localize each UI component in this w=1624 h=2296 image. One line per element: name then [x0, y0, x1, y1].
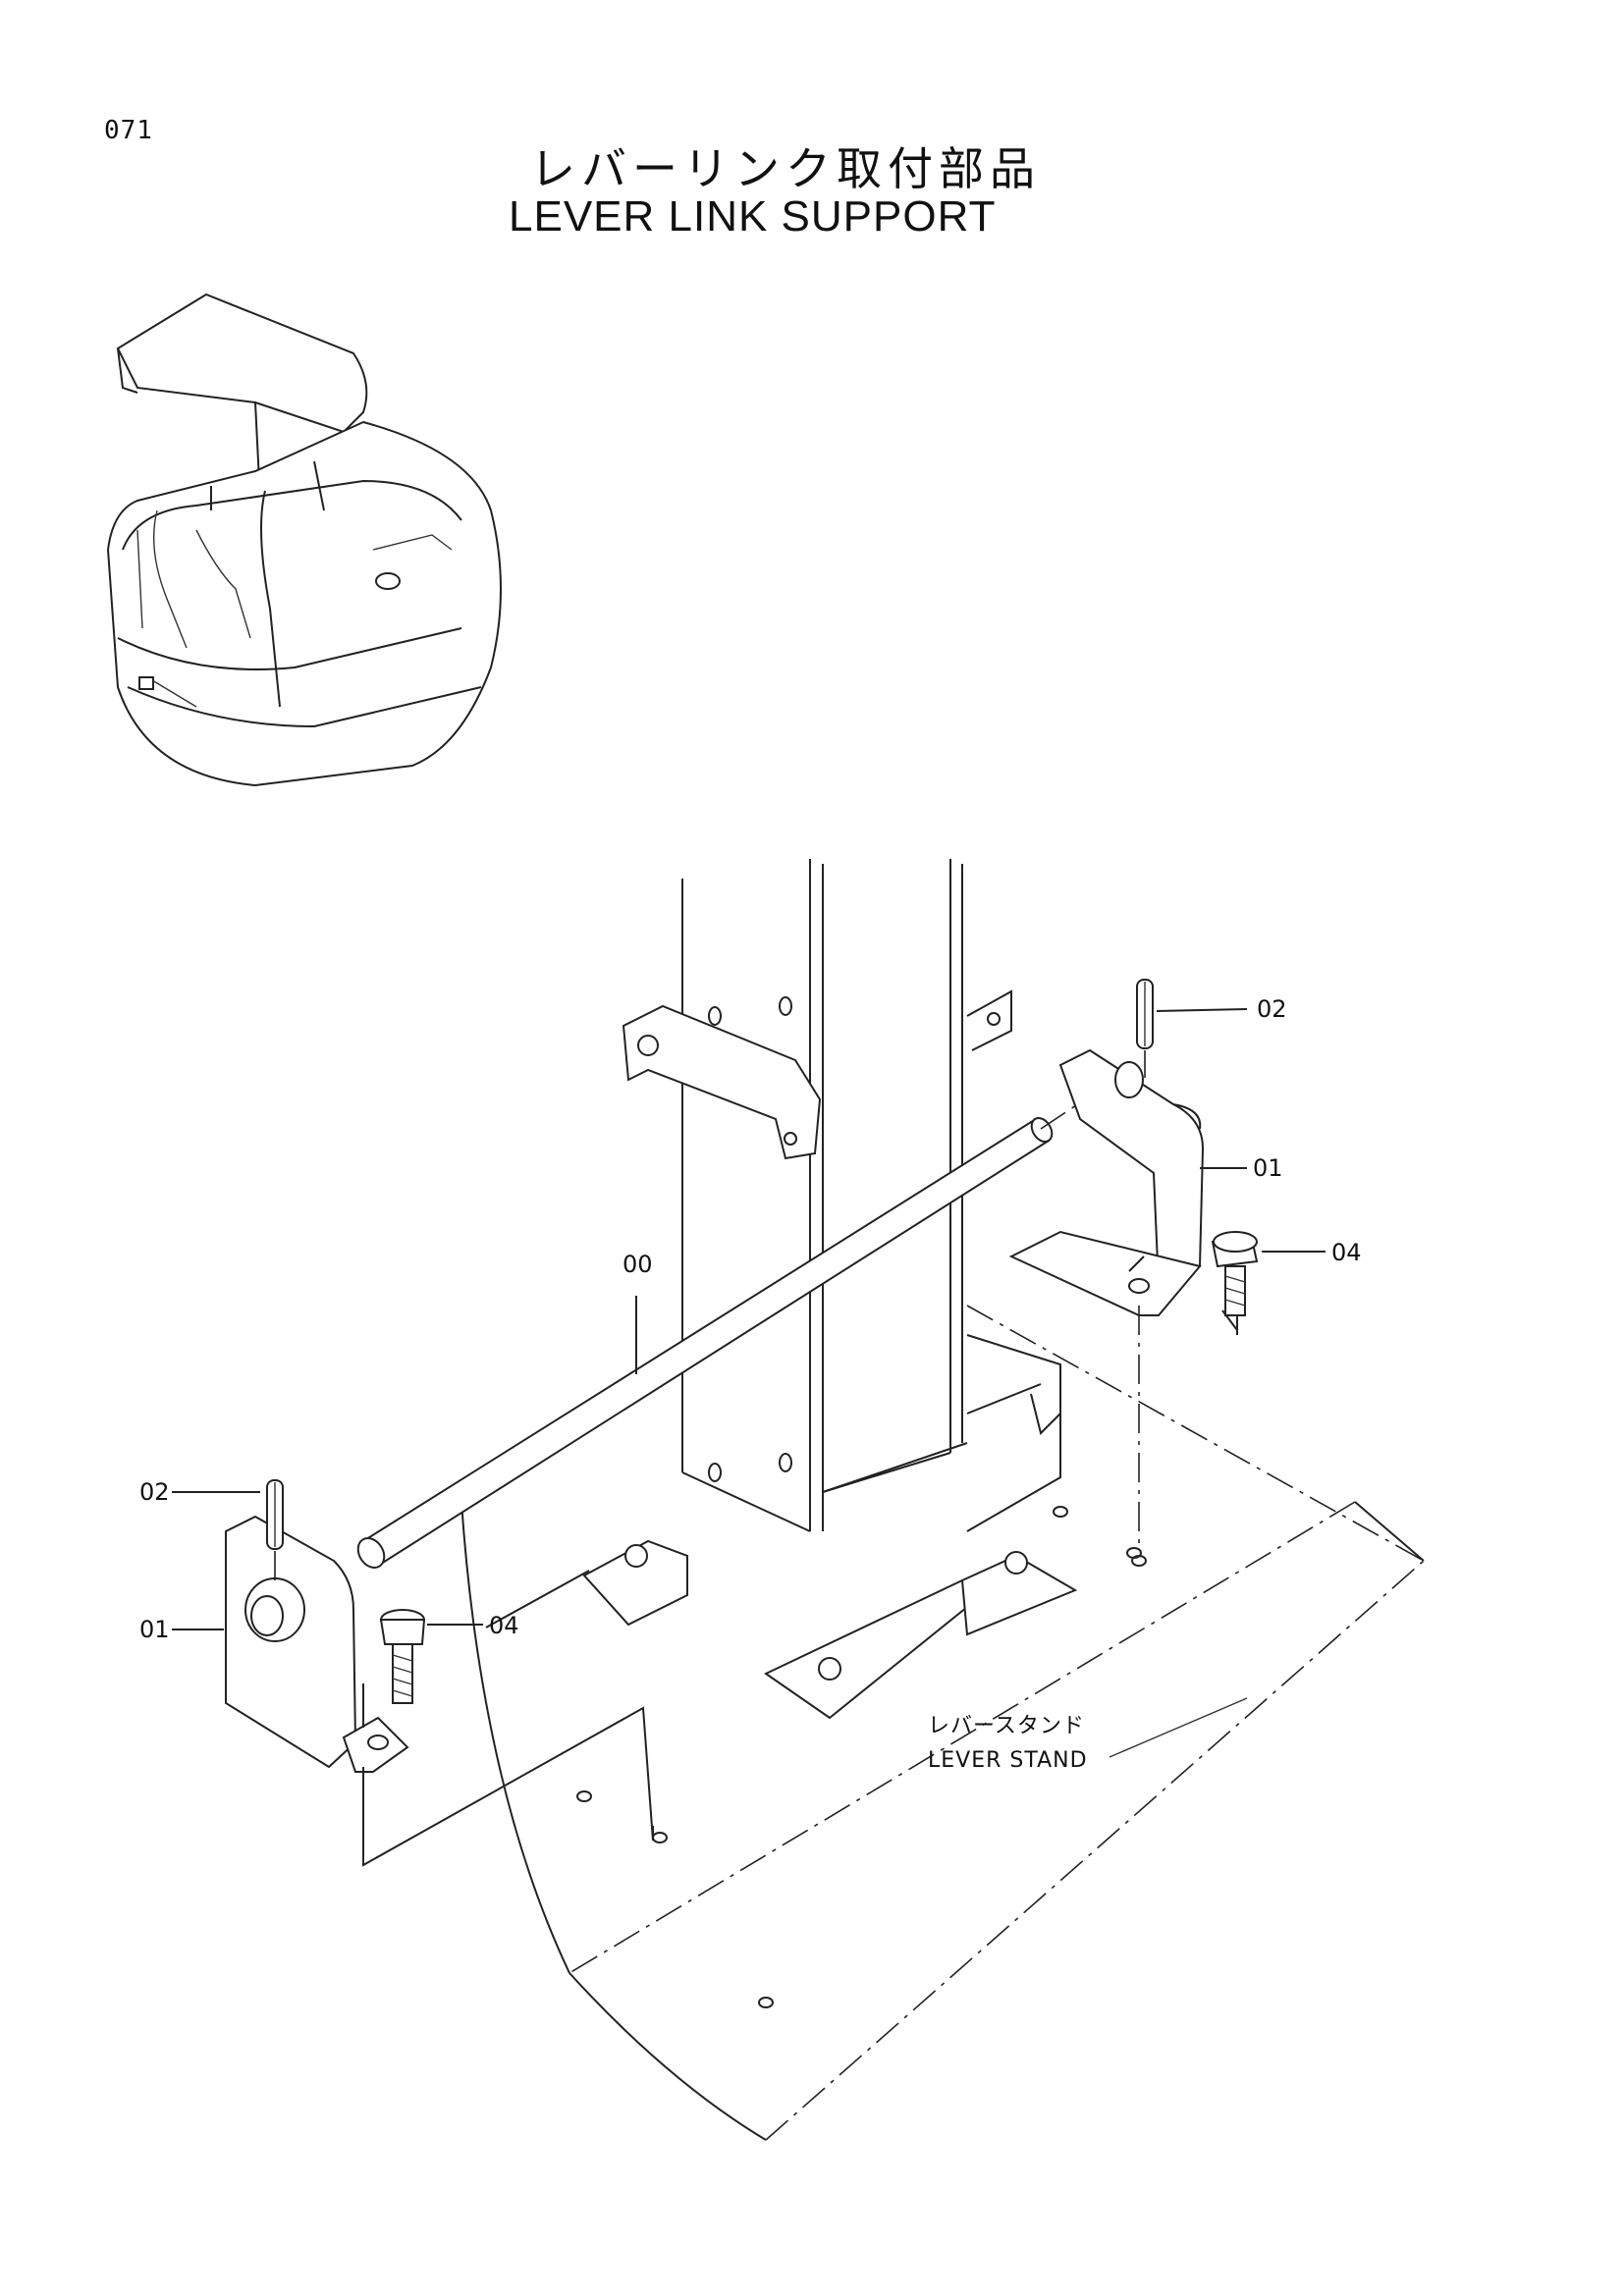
callout-pin-right: 02 [1257, 995, 1287, 1023]
cab-thumbnail [106, 293, 502, 787]
title-japanese: レバーリンク取付部品 [530, 142, 1041, 195]
lever-stand-leader [1109, 1697, 1248, 1758]
callout-bolt-right: 04 [1331, 1239, 1362, 1266]
left-spring-pin [266, 1479, 284, 1580]
callout-pin-left: 02 [139, 1478, 170, 1506]
lever-link-shaft [356, 1069, 1130, 1569]
title-english: LEVER LINK SUPPORT [509, 192, 997, 240]
left-bracket [225, 1515, 654, 1867]
leader-lines [172, 1008, 1326, 1630]
lever-stand-label-en: LEVER STAND [928, 1748, 1088, 1773]
callout-bolt-left: 04 [489, 1612, 519, 1639]
callout-bracket-right: 01 [1253, 1154, 1283, 1182]
right-flange-bolt [1211, 1231, 1259, 1331]
page-number: 071 [104, 116, 153, 145]
callout-bracket-left: 01 [139, 1616, 170, 1643]
left-flange-bolt [379, 1609, 426, 1704]
callout-shaft: 00 [623, 1251, 653, 1278]
right-spring-pin [1136, 979, 1154, 1078]
right-bracket [1008, 1048, 1238, 1567]
lever-stand-label-ja: レバースタンド [928, 1714, 1085, 1738]
lever-stand-column [582, 859, 1078, 1720]
base-floor-plate [460, 1305, 1425, 2141]
